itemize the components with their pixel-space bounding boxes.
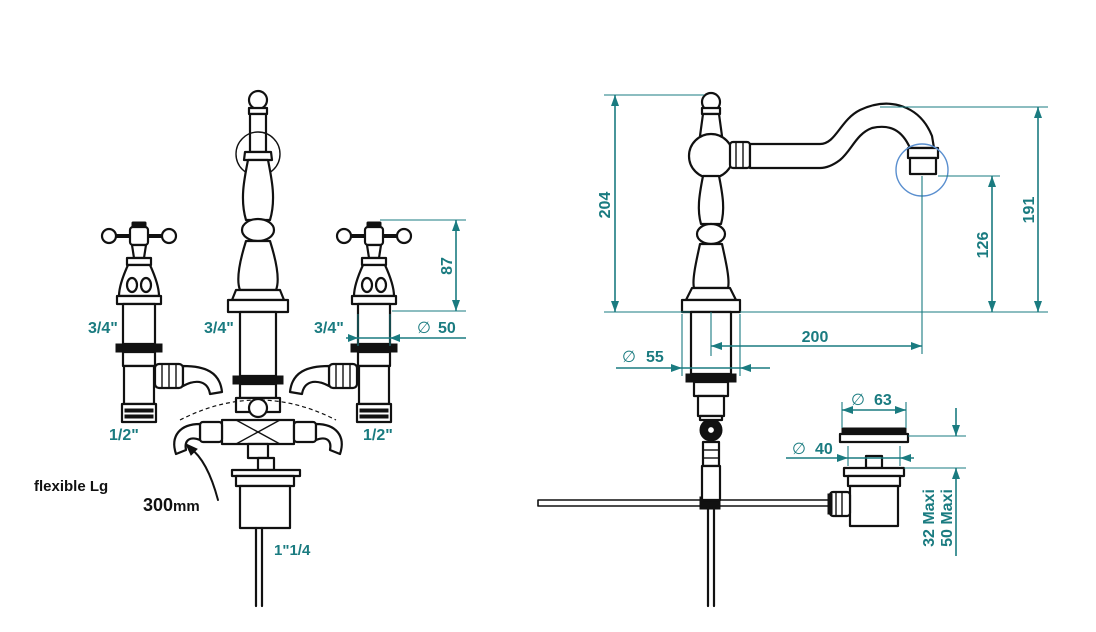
inlet-left-top-label: 3/4": [88, 320, 118, 337]
inlet-center-label: 3/4": [204, 320, 234, 337]
dimension-dia-40: ∅ 40: [786, 441, 914, 466]
dia-40-label: 40: [815, 441, 833, 458]
inlet-right-bottom-label: 1/2": [363, 427, 393, 444]
dim-191-label: 191: [1021, 197, 1038, 224]
countertop: [537, 496, 839, 510]
dim-126-label: 126: [975, 232, 992, 259]
flexible-label: flexible Lg: [34, 478, 108, 495]
dimension-126: 126: [938, 175, 1000, 312]
flexible-length: 300mm: [143, 495, 200, 515]
dimension-dia-63: ∅ 63: [841, 392, 907, 428]
dia-55-label: 55: [646, 349, 664, 366]
side-pop-up-waste: [827, 427, 910, 528]
dim-87-label: 87: [439, 257, 456, 275]
center-spout: [226, 89, 290, 414]
dia-63-symbol: ∅: [851, 392, 865, 409]
dim-204-label: 204: [597, 192, 614, 219]
dimension-dia-55: ∅ 55: [616, 314, 770, 376]
dimension-deck-thickness: 32 Maxi 50 Maxi: [904, 408, 966, 556]
tee-manifold: [173, 397, 343, 460]
dimension-87: 87: [380, 219, 466, 312]
deck-min-label: 32 Maxi: [921, 489, 938, 547]
dia-50-symbol: ∅: [417, 320, 431, 337]
right-handle-valve: [335, 220, 413, 424]
front-view: 87 ∅ 50 3/4" 3/4" 3/4" 1/2" 1/2" flexibl…: [34, 89, 466, 608]
inlet-right-top-label: 3/4": [314, 320, 344, 337]
dia-40-symbol: ∅: [792, 441, 806, 458]
deck-max-label: 50 Maxi: [939, 489, 956, 547]
inlet-left-bottom-label: 1/2": [109, 427, 139, 444]
pop-up-waste: [230, 456, 302, 608]
dia-50-label: 50: [438, 320, 456, 337]
waste-thread-label: 1"1/4: [274, 542, 311, 559]
dim-200-label: 200: [802, 329, 829, 346]
side-view: 204 191 126 200: [537, 91, 1048, 608]
dimension-204: 204: [597, 94, 704, 313]
dia-55-symbol: ∅: [622, 349, 636, 366]
left-elbow-connector: [153, 362, 224, 396]
dimension-200: 200: [710, 176, 923, 356]
dimension-dia-50: ∅ 50: [346, 314, 466, 346]
flexible-arrow: [189, 447, 219, 501]
right-elbow-connector: [288, 362, 359, 396]
swan-neck-spout: [728, 102, 949, 197]
side-spout-body: [680, 91, 742, 608]
dimension-191: 191: [740, 106, 1048, 313]
dia-63-label: 63: [874, 392, 892, 409]
